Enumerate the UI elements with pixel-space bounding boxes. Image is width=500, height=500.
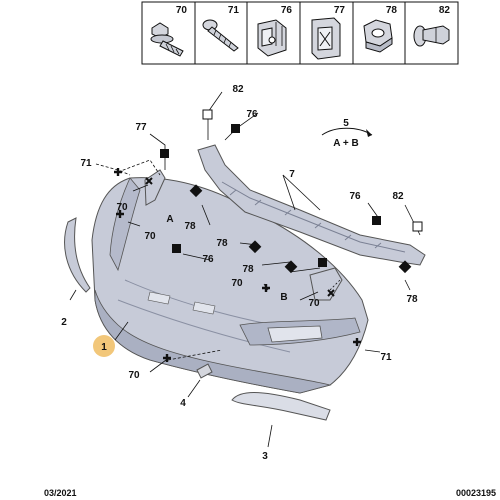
callout-76-mid: 76 bbox=[202, 254, 214, 265]
callout-78-c: 78 bbox=[242, 264, 254, 275]
callout-1-highlight bbox=[93, 335, 115, 357]
clip-nut-icon bbox=[257, 19, 287, 57]
hex-nut-icon bbox=[363, 19, 393, 53]
callout-7: 7 bbox=[289, 169, 295, 180]
lower-insert-trim bbox=[231, 392, 331, 421]
callout-71-left: 71 bbox=[80, 158, 92, 169]
marker-76-right bbox=[372, 216, 381, 225]
side-trim-strip bbox=[64, 217, 91, 293]
screw-icon bbox=[202, 19, 239, 52]
callout-78-b: 78 bbox=[216, 238, 228, 249]
legend-part-70: 70 bbox=[176, 5, 188, 16]
callout-2: 2 bbox=[61, 317, 67, 328]
callout-77: 77 bbox=[135, 122, 147, 133]
callout-71-right: 71 bbox=[380, 352, 392, 363]
marker-70-b bbox=[116, 210, 124, 218]
callout-82-top: 82 bbox=[232, 84, 244, 95]
callout-76-right: 76 bbox=[349, 191, 361, 202]
bolt-plus-markers bbox=[114, 168, 361, 362]
push-pin-icon bbox=[413, 25, 450, 47]
callout-70-d: 70 bbox=[308, 298, 320, 309]
callout-3: 3 bbox=[262, 451, 268, 462]
bolt-with-washer-icon bbox=[150, 22, 184, 57]
footer-date: 03/2021 bbox=[44, 488, 77, 498]
callout-70-c: 70 bbox=[231, 278, 243, 289]
callout-5-subtitle: A + B bbox=[333, 138, 358, 149]
bumper-reinforcement-beam bbox=[197, 144, 426, 266]
small-cap-cover bbox=[196, 363, 213, 379]
marker-78-a bbox=[189, 184, 203, 198]
marker-76-small bbox=[318, 258, 327, 267]
spring-clip-icon bbox=[311, 17, 341, 60]
marker-70-a bbox=[145, 177, 153, 185]
callout-70-b: 70 bbox=[144, 231, 156, 242]
legend-part-78: 78 bbox=[386, 5, 398, 16]
callout-1: 1 bbox=[101, 342, 107, 353]
legend-part-76: 76 bbox=[281, 5, 293, 16]
legend-part-71: 71 bbox=[228, 5, 240, 16]
screw-cross-markers bbox=[145, 177, 335, 297]
fastener-legend-table: 70 71 76 77 78 82 bbox=[141, 1, 459, 65]
marker-82-top bbox=[202, 109, 213, 120]
legend-part-77: 77 bbox=[334, 5, 346, 16]
callout-70-e: 70 bbox=[128, 370, 140, 381]
callout-78-a: 78 bbox=[184, 221, 196, 232]
marker-76-mid bbox=[172, 244, 181, 253]
hardware-markers bbox=[160, 109, 423, 274]
callout-4: 4 bbox=[180, 398, 186, 409]
callout-labels: 82 76 77 71 70 78 70 7 5 A + B 76 82 A 7… bbox=[61, 84, 418, 462]
marker-70-c bbox=[262, 284, 270, 292]
callout-5: 5 bbox=[343, 118, 349, 129]
marker-77 bbox=[160, 149, 169, 158]
callout-78-d: 78 bbox=[406, 294, 418, 305]
marker-78-c bbox=[284, 260, 298, 274]
view-arrow-icon bbox=[321, 127, 373, 137]
leader-lines bbox=[69, 91, 421, 448]
marker-71-left bbox=[114, 168, 122, 176]
callout-76-top: 76 bbox=[246, 109, 258, 120]
marker-82-right bbox=[412, 221, 423, 232]
legend-part-82: 82 bbox=[439, 5, 451, 16]
marker-76-top bbox=[231, 124, 240, 133]
front-bumper-cover bbox=[91, 177, 369, 394]
marker-70-e bbox=[163, 354, 171, 362]
callout-70-a: 70 bbox=[116, 202, 128, 213]
view-letter-a: A bbox=[166, 214, 173, 225]
footer-reference: 00023195 bbox=[455, 488, 496, 498]
marker-78-d bbox=[398, 260, 412, 274]
marker-78-b bbox=[248, 240, 262, 254]
callout-82-right: 82 bbox=[392, 191, 404, 202]
view-letter-b: B bbox=[280, 292, 287, 303]
marker-71-right bbox=[353, 338, 361, 346]
marker-70-d bbox=[327, 289, 335, 297]
